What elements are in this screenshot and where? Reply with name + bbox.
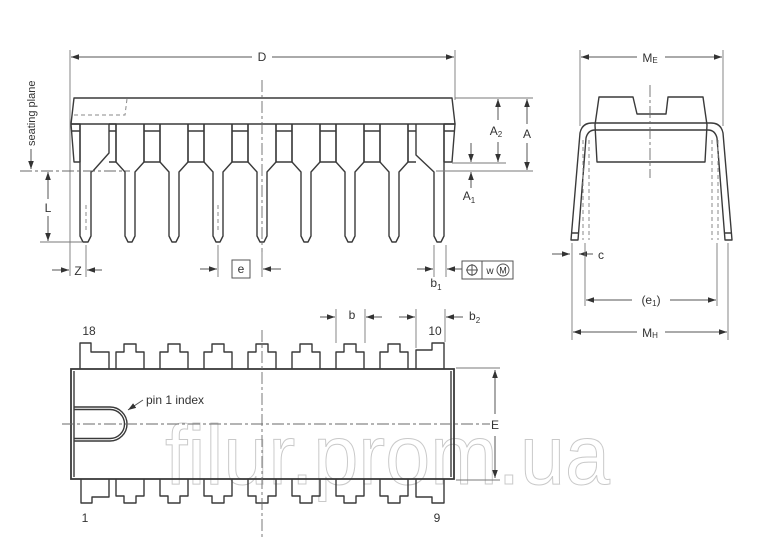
pin-16: [159, 343, 189, 369]
pin-9: [415, 479, 445, 504]
pin-11: [379, 343, 409, 369]
pin-8: [379, 479, 409, 504]
body-left-end: [70, 123, 81, 163]
pin-17: [115, 343, 145, 369]
pin1-index-arrow: [127, 399, 144, 411]
dim-mh-label: MH: [642, 326, 658, 340]
pin-1: [80, 479, 110, 504]
end-lead-frame: [570, 122, 733, 241]
dim-c-label: c: [598, 248, 604, 262]
pin-14: [247, 343, 277, 369]
gap: [187, 124, 205, 163]
dim-a1-label: A1: [463, 189, 476, 205]
body-right-end: [443, 123, 456, 163]
pin-3: [159, 479, 189, 504]
pin-7: [335, 479, 365, 504]
gap: [363, 124, 381, 163]
pin-12: [335, 343, 365, 369]
tolerance-w-label: w: [485, 266, 494, 277]
e-basic-dimension-box: [231, 259, 251, 279]
dim-l-label: L: [45, 201, 52, 215]
pin-1-lead: [79, 124, 110, 243]
dim-a-label: A: [523, 127, 531, 141]
pin-lead: [247, 124, 277, 243]
body-gaps: [109, 123, 416, 163]
pin-15: [203, 343, 233, 369]
dim-z-label: Z: [74, 264, 81, 278]
dim-b-label: b: [349, 308, 356, 322]
end-view: ME c (e1) MH: [552, 50, 733, 340]
pin-lead: [159, 124, 189, 243]
pin1-index-notch-inner: [74, 408, 126, 440]
dim-me-label: ME: [642, 51, 657, 65]
pin-lead: [335, 124, 365, 243]
hidden-lead-lines: [582, 140, 719, 240]
pin-4: [203, 479, 233, 504]
dim-a2-label: A2: [490, 124, 503, 139]
e-extension-lines: [217, 245, 263, 277]
d-extension-lines: [69, 50, 456, 276]
dim-e1-label: (e1): [641, 293, 660, 308]
dim-e-label: e: [238, 262, 245, 276]
pin-13: [291, 343, 321, 369]
side-pins: [79, 124, 445, 243]
lead-center-marks: [85, 205, 219, 230]
mh-extension-lines: [571, 243, 729, 340]
end-body: [594, 96, 708, 163]
a-extension-lines: [436, 97, 533, 172]
position-icon-cross: [466, 264, 478, 276]
tolerance-m-label: M: [499, 266, 507, 276]
pin1-index-label: pin 1 index: [146, 393, 204, 407]
b-extension-lines: [335, 309, 366, 343]
top-view: pin 1 index 18 10 1 9 b b2 E: [62, 308, 500, 540]
dim-e-width-label: E: [491, 418, 499, 432]
seating-plane-label: seating plane: [26, 81, 38, 146]
pin-18: [79, 342, 110, 369]
e1-extension-lines: [584, 243, 718, 306]
pin-label-18: 18: [82, 324, 96, 338]
pin-6: [291, 479, 321, 504]
pin-9-lead: [415, 124, 445, 243]
pin-10: [415, 342, 445, 369]
position-tolerance-frame: w M: [461, 260, 514, 280]
pin-lead: [115, 124, 145, 243]
hidden-notch-line: [74, 98, 128, 116]
top-row-pins: [79, 342, 445, 369]
b1-extension-lines: [433, 245, 447, 277]
b2-extension-lines: [415, 309, 446, 348]
gap: [319, 124, 337, 163]
gap: [143, 124, 161, 163]
gap: [109, 123, 117, 163]
me-extension-lines: [579, 50, 724, 126]
pin-label-9: 9: [434, 511, 441, 525]
pin-2: [115, 479, 145, 504]
dim-b1-label: b1: [430, 276, 442, 292]
pin-lead: [203, 124, 233, 243]
mmc-circle-icon: [496, 263, 510, 277]
dim-d-label: D: [258, 50, 267, 64]
gap: [275, 124, 293, 163]
pin-label-10: 10: [428, 324, 442, 338]
dim-b2-label: b2: [469, 309, 481, 325]
pin-label-1: 1: [82, 511, 89, 525]
gap: [407, 124, 416, 163]
pin-lead: [379, 124, 409, 243]
side-view: D seating plane L Z e b1 w: [20, 50, 533, 292]
body-top-band: [70, 97, 456, 125]
pin-lead: [291, 124, 321, 243]
e-width-extension-lines: [456, 367, 500, 481]
watermark-text: filur.prom.ua: [165, 408, 610, 502]
gap: [231, 124, 249, 163]
